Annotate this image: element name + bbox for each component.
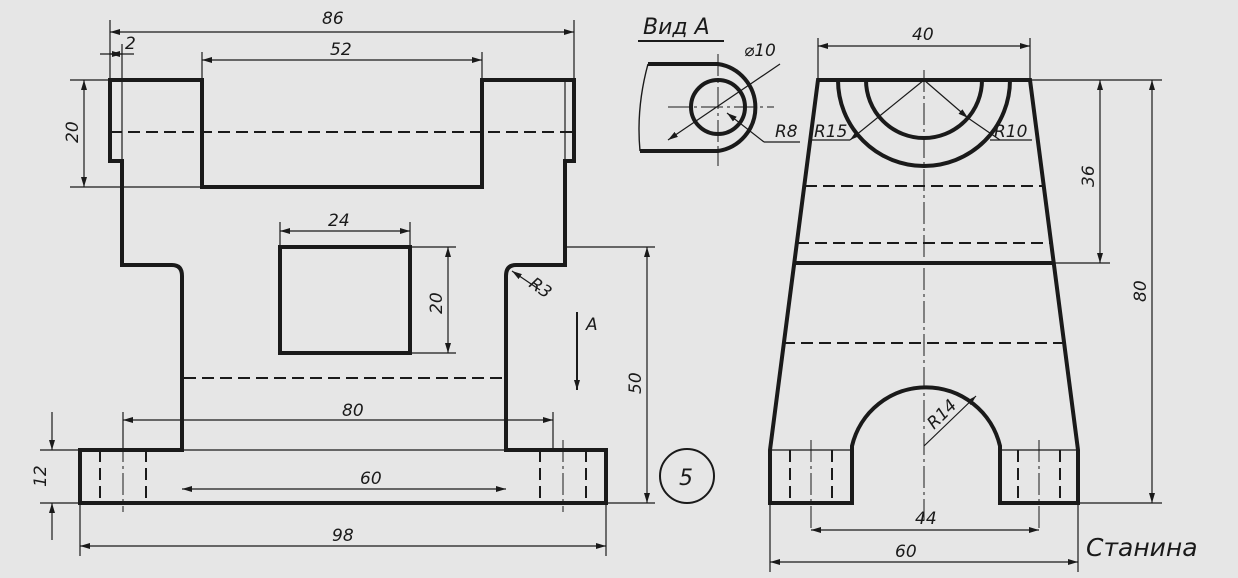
- part-name: Станина: [1086, 533, 1198, 562]
- side-saddle-outer: [836, 79, 1012, 168]
- task-number-circle: [659, 448, 715, 504]
- dim-overall-width: 86: [322, 9, 344, 29]
- view-a: Вид А ⌀10 R8: [638, 15, 800, 166]
- side-outline: [768, 78, 1080, 505]
- dim-side-base-width: 60: [895, 542, 917, 562]
- dim-inner-radius: R10: [994, 122, 1027, 142]
- side-view: 40 R15 R10 36 80 R14 44 60: [768, 25, 1162, 572]
- view-a-title: Вид А: [643, 15, 710, 40]
- dim-hole-spacing: 60: [360, 469, 382, 489]
- front-view: 86 2 52 20 24 20 R3 50: [31, 9, 655, 556]
- dim-top-opening: 52: [330, 40, 352, 60]
- dim-base-width: 98: [332, 526, 354, 546]
- dim-outer-radius: R15: [814, 122, 847, 142]
- dim-base-height: 12: [31, 465, 51, 487]
- dim-column-height: 50: [626, 372, 646, 394]
- view-arrow-label: A: [585, 315, 598, 335]
- dim-inner-slot: 80: [342, 401, 364, 421]
- dim-window-width: 24: [328, 211, 350, 231]
- dim-upper-height: 36: [1079, 165, 1099, 187]
- dim-view-a-radius: R8: [775, 122, 798, 142]
- dim-side-hole-spacing: 44: [915, 509, 937, 529]
- dim-hole-diameter: ⌀10: [744, 41, 776, 61]
- dim-side-top-width: 40: [912, 25, 934, 45]
- dim-fillet-radius: R3: [525, 274, 555, 303]
- dim-window-height: 20: [427, 292, 447, 314]
- task-number: 5: [679, 466, 693, 491]
- front-window: [278, 245, 412, 355]
- dim-overall-height: 80: [1131, 280, 1151, 302]
- front-outline: [78, 78, 608, 505]
- dim-flange-offset: 2: [125, 34, 136, 54]
- dim-arch-radius: R14: [923, 396, 961, 434]
- dim-top-height: 20: [63, 121, 83, 143]
